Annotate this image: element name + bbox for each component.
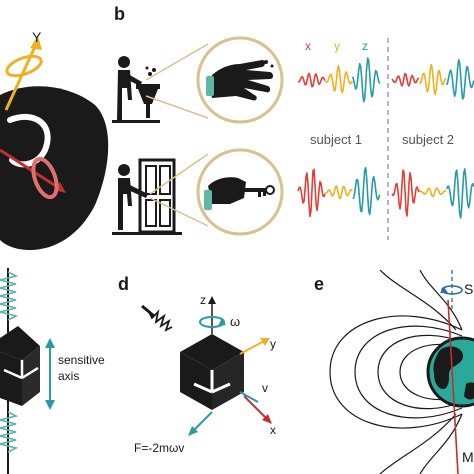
proof-mass-front [0, 352, 22, 406]
proof-mass-side [22, 346, 40, 406]
signal-subject1-bottom-y [325, 185, 353, 200]
panel-d: d z ω y v x F=-2mωv [118, 274, 276, 455]
velocity-label: v [262, 381, 268, 395]
signal-x-label: x [305, 39, 311, 53]
signal-subject2-bottom-x [391, 169, 420, 217]
y-axis-arrowhead [30, 36, 42, 50]
key-hand-icon [204, 177, 275, 210]
panel-c: sensitive axis [0, 268, 105, 474]
signal-subject2-top-x [391, 72, 420, 87]
signal-subject2-bottom-z [445, 168, 474, 219]
panel-e: e S M [314, 269, 474, 474]
pitch-rotation-ring [5, 54, 43, 78]
signal-subject1-top-x [297, 72, 326, 88]
gyro-x-label: x [270, 423, 276, 437]
person-door-icon [112, 158, 182, 235]
gyro-z-label: z [200, 293, 206, 307]
magnetic-m-label: M [462, 449, 474, 465]
magnetic-axis [447, 299, 459, 474]
continent-shape [433, 346, 464, 390]
roll-rotation-ring [31, 156, 59, 200]
signal-subject1-top-z [351, 57, 381, 103]
axis-label: axis [58, 369, 79, 383]
magnetic-field-lines [329, 269, 463, 474]
omega-label: ω [230, 314, 240, 329]
signal-subject2-top-z [445, 58, 474, 100]
signal-traces [297, 57, 474, 219]
panel-a: Y Pitch X Roll [0, 29, 109, 250]
signal-subject2-bottom-y [419, 187, 447, 198]
panel-d-label: d [118, 274, 129, 294]
gyro-y-label: y [270, 337, 276, 351]
proof-mass-top [0, 326, 40, 360]
sensitive-label: sensitive [58, 353, 105, 367]
axis-y-label: Y [32, 29, 42, 45]
signal-y-label: y [334, 39, 340, 53]
axis-x-label: X [64, 191, 74, 207]
gyro-cube-right [212, 352, 244, 410]
panel-e-label: e [314, 274, 324, 294]
panel-b-label: b [114, 4, 125, 24]
signal-subject1-top-y [324, 65, 354, 94]
roll-label: Roll [36, 212, 59, 227]
subject-1-label: subject 1 [310, 132, 362, 147]
person-washing-icon [112, 56, 160, 123]
spin-s-label: S [464, 281, 473, 297]
washing-hands-icon [206, 60, 274, 101]
pitch-label: Pitch [38, 86, 67, 101]
signal-z-label: z [362, 39, 368, 53]
signal-subject1-bottom-x [297, 168, 326, 218]
spring-bottom [0, 411, 19, 453]
signal-subject1-bottom-z [352, 166, 381, 216]
rotating-body [0, 86, 109, 250]
coriolis-force-label: F=-2mωv [134, 441, 184, 455]
signal-subject2-top-y [419, 63, 447, 96]
subject-2-label: subject 2 [402, 132, 454, 147]
gyro-cube-left [180, 352, 212, 410]
panel-b: b [112, 4, 474, 240]
x-axis-line [0, 148, 63, 192]
